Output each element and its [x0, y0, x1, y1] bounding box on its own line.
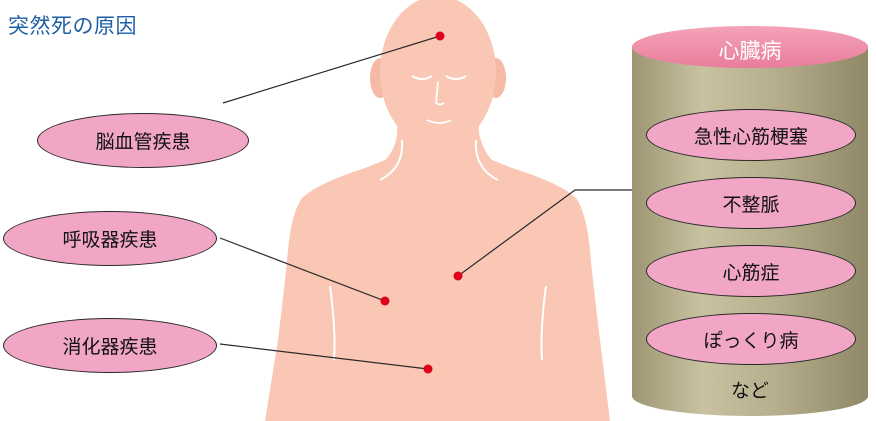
- cause-digestive: 消化器疾患: [3, 318, 217, 373]
- dot-heart: [454, 272, 463, 281]
- dot-brain: [436, 32, 445, 41]
- dot-lung: [381, 297, 390, 306]
- heart-item-cardiomyopathy: 心筋症: [646, 245, 856, 297]
- heart-item-pokkuri-disease: ぽっくり病: [646, 313, 856, 365]
- human-body-figure: [265, 0, 610, 421]
- heart-item-acute-myocardial-infarction: 急性心筋梗塞: [646, 109, 856, 161]
- heart-disease-header: 心臓病: [632, 35, 868, 65]
- cause-cerebrovascular: 脳血管疾患: [37, 113, 249, 168]
- page-title: 突然死の原因: [8, 10, 137, 40]
- dot-stomach: [424, 365, 433, 374]
- heart-item-arrhythmia: 不整脈: [646, 177, 856, 229]
- head-shape: [380, 0, 496, 148]
- cause-respiratory: 呼吸器疾患: [3, 211, 217, 266]
- heart-disease-footer: など: [632, 376, 868, 403]
